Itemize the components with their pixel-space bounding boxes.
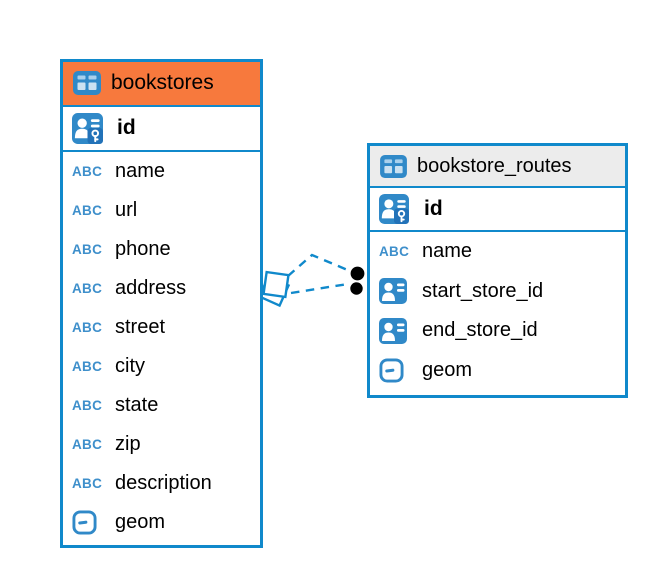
column-name: start_store_id — [422, 279, 544, 302]
column-name: state — [115, 393, 159, 416]
relationship-line-start-store-id[interactable] — [287, 253, 351, 277]
column-row[interactable]: geom — [63, 502, 260, 542]
column-name: street — [115, 315, 166, 338]
column-row[interactable]: ABC state — [63, 385, 260, 425]
column-name: description — [115, 471, 212, 494]
relationship-endpoint-dot — [348, 264, 367, 283]
relationship-source-anchor — [257, 270, 291, 308]
column-name: geom — [422, 358, 473, 381]
text-type-icon: ABC — [72, 202, 103, 218]
column-row[interactable]: ABC street — [63, 307, 260, 347]
column-name: city — [115, 354, 145, 377]
column-name: phone — [115, 237, 171, 260]
column-row[interactable]: ABC phone — [63, 229, 260, 269]
column-name: url — [115, 198, 138, 221]
text-type-icon: ABC — [72, 319, 103, 335]
primary-key-icon — [379, 194, 409, 224]
text-type-icon: ABC — [72, 163, 103, 179]
column-row[interactable]: start_store_id — [370, 271, 625, 311]
table-node-bookstores[interactable]: bookstores id ABC name — [60, 59, 263, 548]
column-row[interactable]: end_store_id — [370, 311, 625, 351]
relationship-endpoint-dot — [348, 280, 365, 297]
column-row[interactable]: ABC url — [63, 190, 260, 230]
column-row[interactable]: ABC city — [63, 346, 260, 386]
foreign-key-icon — [379, 317, 407, 344]
column-name: name — [115, 159, 166, 182]
text-type-icon: ABC — [72, 397, 103, 413]
primary-key-name: id — [424, 197, 443, 220]
geometry-type-icon — [72, 509, 97, 535]
column-name: end_store_id — [422, 319, 538, 342]
primary-key-name: id — [117, 116, 136, 139]
text-type-icon: ABC — [379, 244, 410, 260]
table-title: bookstore_routes — [417, 154, 572, 177]
column-name: geom — [115, 510, 166, 533]
column-row[interactable]: ABC name — [370, 232, 625, 272]
anchor-diamond-front — [262, 270, 290, 299]
table-header-bookstore-routes[interactable]: bookstore_routes — [370, 146, 625, 188]
column-row[interactable]: ABC zip — [63, 424, 260, 464]
column-name: name — [422, 240, 473, 263]
column-row-primary-key[interactable]: id — [370, 188, 625, 232]
table-title: bookstores — [111, 71, 214, 95]
text-type-icon: ABC — [72, 475, 103, 491]
table-node-bookstore-routes[interactable]: bookstore_routes id ABC name — [367, 143, 628, 398]
text-type-icon: ABC — [72, 280, 103, 296]
text-type-icon: ABC — [72, 241, 103, 257]
geometry-type-icon — [379, 358, 404, 383]
text-type-icon: ABC — [72, 358, 103, 374]
column-row[interactable]: ABC address — [63, 268, 260, 308]
column-row-primary-key[interactable]: id — [63, 106, 260, 152]
text-type-icon: ABC — [72, 436, 103, 452]
foreign-key-icon — [379, 278, 407, 305]
column-name: zip — [115, 432, 141, 455]
primary-key-icon — [72, 112, 103, 144]
column-row[interactable]: geom — [370, 350, 625, 390]
column-row[interactable]: ABC name — [63, 151, 260, 191]
table-icon — [380, 154, 407, 178]
table-icon — [73, 71, 101, 96]
column-row[interactable]: ABC description — [63, 463, 260, 503]
column-name: address — [115, 276, 187, 299]
relationship-line-end-store-id[interactable] — [290, 282, 349, 295]
table-header-bookstores[interactable]: bookstores — [63, 62, 260, 107]
